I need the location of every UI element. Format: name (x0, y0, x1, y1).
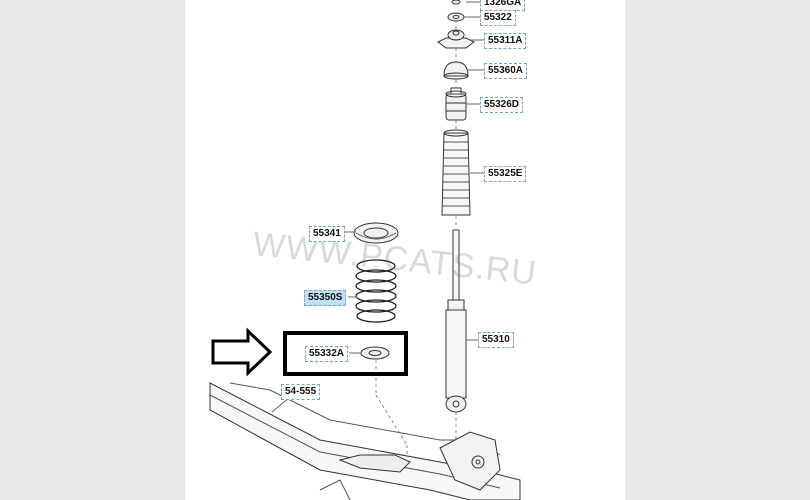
coil-spring-drawing (355, 259, 397, 323)
dust-cover-drawing (441, 129, 471, 216)
washer-drawing (447, 12, 465, 22)
part-label-55360a[interactable]: 55360A (484, 63, 528, 79)
bump-cap-drawing (443, 61, 469, 80)
part-label-55341[interactable]: 55341 (309, 226, 345, 242)
part-label-55325e[interactable]: 55325E (484, 166, 527, 182)
arrow-right-icon (211, 327, 273, 377)
part-label-54-555[interactable]: 54-555 (281, 384, 321, 400)
axle-beam-drawing (209, 382, 521, 500)
selection-highlight-box (283, 331, 408, 376)
top-mount-drawing (437, 29, 475, 49)
shock-absorber-drawing (445, 229, 467, 413)
part-label-55326d[interactable]: 55326D (480, 97, 524, 113)
part-label-55311a[interactable]: 55311A (484, 33, 527, 49)
alignment-lines (375, 20, 457, 465)
part-label-55310[interactable]: 55310 (478, 332, 514, 348)
upper-seat-drawing (353, 222, 399, 244)
part-label-55322[interactable]: 55322 (480, 10, 516, 26)
part-label-55332a[interactable]: 55332A (305, 346, 349, 362)
nut-drawing (451, 0, 461, 5)
part-label-55350s[interactable]: 55350S (304, 290, 347, 306)
bump-stopper-drawing (445, 87, 467, 121)
